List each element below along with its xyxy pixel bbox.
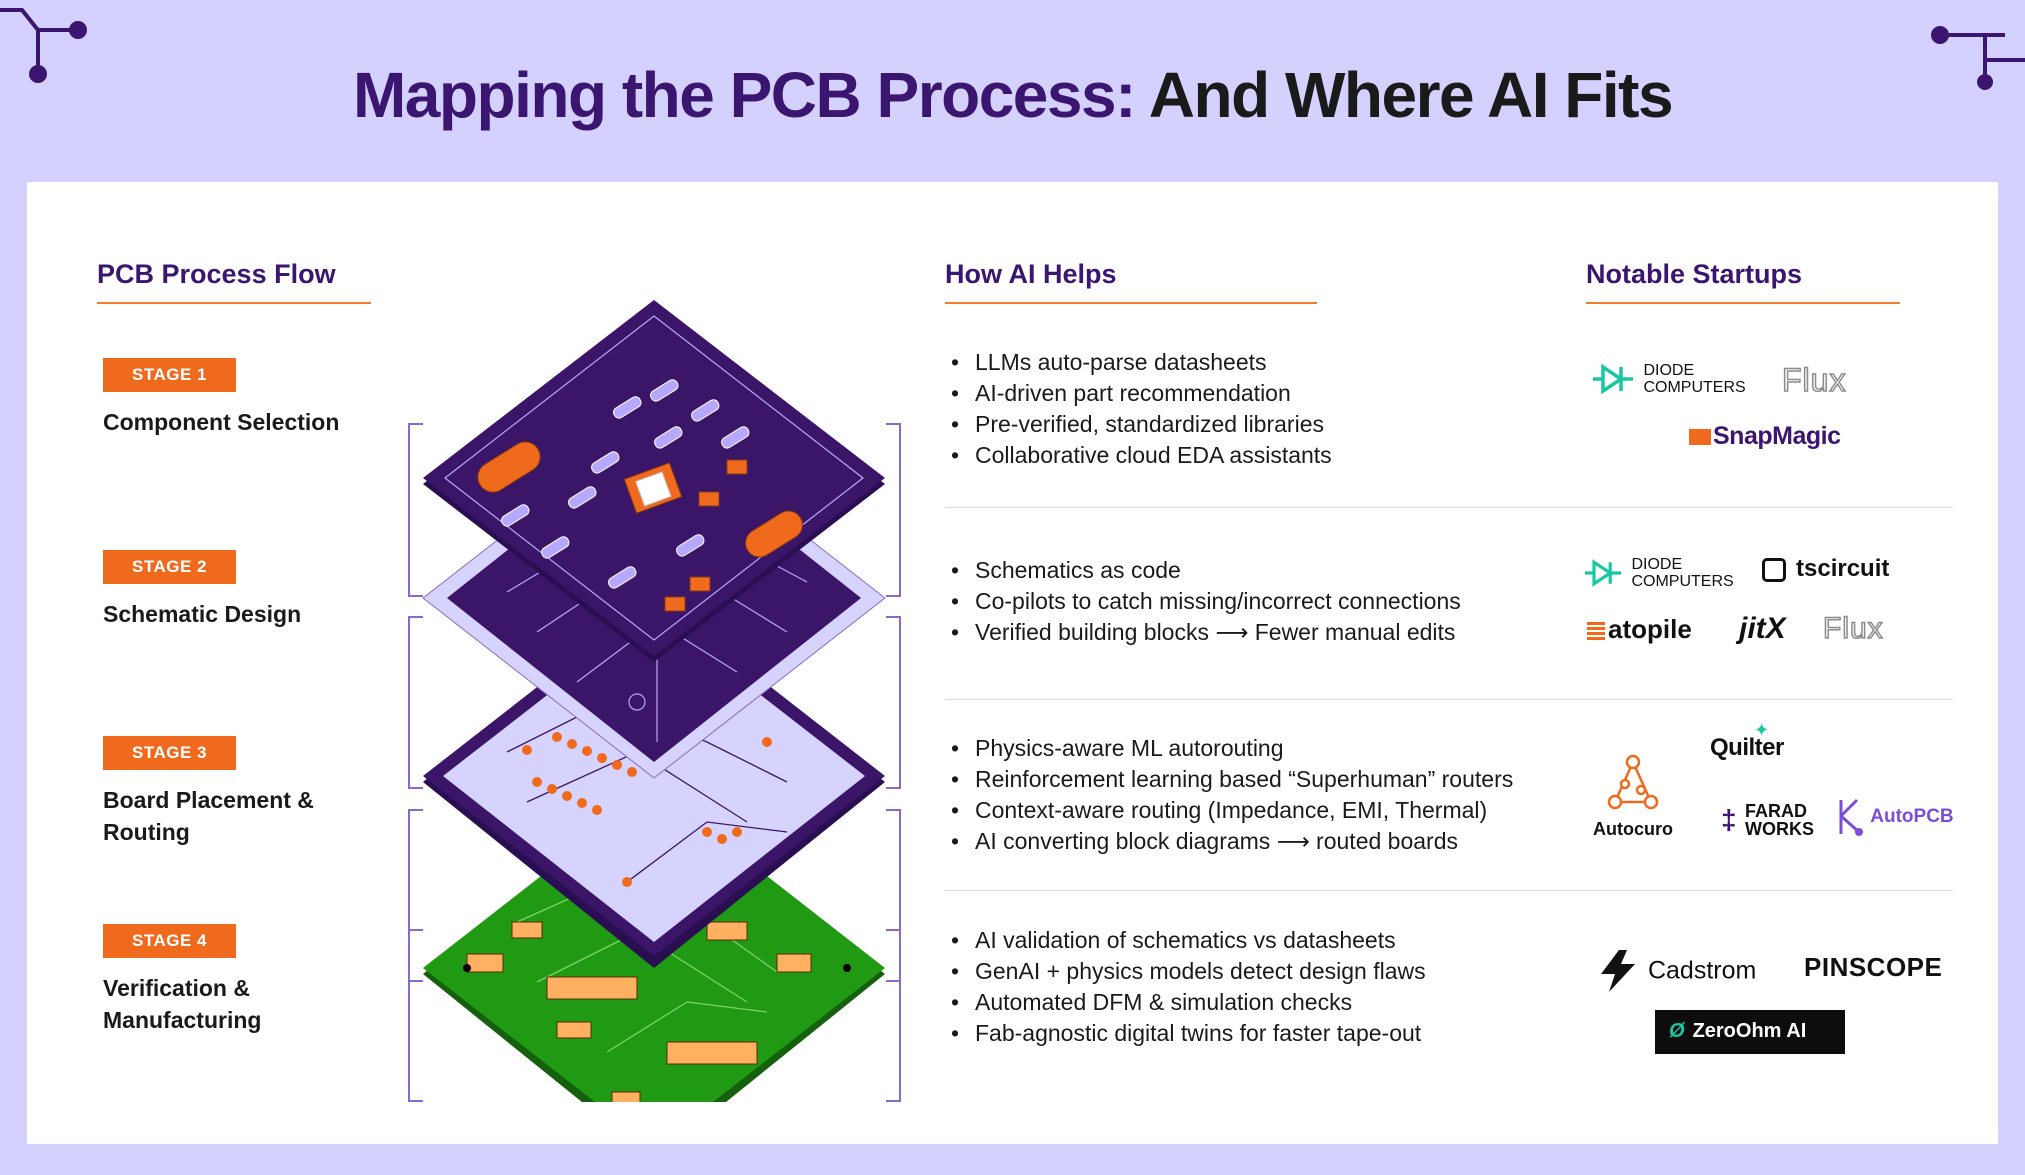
divider <box>945 699 1953 700</box>
layer-brackets <box>408 423 901 1102</box>
circuit-corner-left-icon <box>0 8 87 83</box>
help-item: GenAI + physics models detect design fla… <box>947 956 1547 987</box>
zeroohm-text: ZeroOhm AI <box>1692 1020 1807 1042</box>
help-item: Schematics as code <box>947 555 1547 586</box>
tscircuit-text: tscircuit <box>1796 555 1890 582</box>
logo-zeroohm: Ø ZeroOhm AI <box>1655 1010 1845 1054</box>
cadstrom-icon <box>1601 950 1635 992</box>
autopcb-icon <box>1839 798 1863 836</box>
help-item: Pre-verified, standardized libraries <box>947 409 1547 440</box>
stage-name: Component Selection <box>103 409 340 435</box>
help-item: Verified building blocks ⟶ Fewer manual … <box>947 617 1547 648</box>
divider <box>945 507 1953 508</box>
layer-components <box>423 300 885 662</box>
helps-stage-2: Schematics as code Co-pilots to catch mi… <box>947 555 1547 648</box>
autopcb-text: AutoPCB <box>1870 806 1954 827</box>
help-item: Physics-aware ML autorouting <box>947 733 1587 764</box>
farad-line-2: WORKS <box>1745 819 1815 839</box>
logo-quilter: ✦ Quilter <box>1710 720 1784 762</box>
stage-4: STAGE 4 Verification & Manufacturing <box>103 924 363 1036</box>
help-item: AI-driven part recommendation <box>947 378 1547 409</box>
help-item: LLMs auto-parse datasheets <box>947 347 1547 378</box>
stage-name: Schematic Design <box>103 601 302 627</box>
stage-2: STAGE 2 Schematic Design <box>103 550 363 630</box>
autocuro-icon <box>1607 754 1659 810</box>
stage-name: Verification & Manufacturing <box>103 975 262 1033</box>
stage-badge: STAGE 4 <box>103 924 236 958</box>
title-part-1: Mapping the PCB Process: <box>352 59 1136 131</box>
help-item: AI converting block diagrams ⟶ routed bo… <box>947 826 1587 857</box>
circuit-corner-right-icon <box>1931 26 2025 90</box>
farad-icon: ‡ <box>1721 804 1737 835</box>
helps-stage-1: LLMs auto-parse datasheets AI-driven par… <box>947 347 1547 471</box>
stage-badge: STAGE 3 <box>103 736 236 770</box>
pcb-layer-diagram <box>408 300 901 1102</box>
logo-flux-2: Flux <box>1822 611 1884 646</box>
help-item: Fab-agnostic digital twins for faster ta… <box>947 1018 1547 1049</box>
logo-atopile: atopile <box>1587 614 1692 645</box>
zeroohm-icon: Ø <box>1669 1020 1685 1042</box>
divider <box>945 890 1953 891</box>
help-item: Context-aware routing (Impedance, EMI, T… <box>947 795 1587 826</box>
helps-stage-3: Physics-aware ML autorouting Reinforceme… <box>947 733 1587 857</box>
logo-tscircuit: tscircuit <box>1762 555 1889 583</box>
logo-cadstrom: Cadstrom <box>1595 948 1756 994</box>
page-title: Mapping the PCB Process: And Where AI Fi… <box>0 58 2025 132</box>
logo-flux: Flux <box>1781 361 1847 399</box>
cadstrom-text: Cadstrom <box>1647 956 1757 985</box>
atopile-text: atopile <box>1608 614 1692 644</box>
diode-icon <box>1585 559 1621 587</box>
stage-badge: STAGE 1 <box>103 358 236 392</box>
tscircuit-icon <box>1762 557 1786 582</box>
help-item: AI validation of schematics vs datasheet… <box>947 925 1547 956</box>
snapmagic-text: SnapMagic <box>1713 422 1841 450</box>
help-item: Automated DFM & simulation checks <box>947 987 1547 1018</box>
diode-line-1: DIODE <box>1643 362 1695 379</box>
component-ics <box>623 459 748 612</box>
title-part-2: And Where AI Fits <box>1148 59 1674 131</box>
logo-diode-computers: DIODE COMPUTERS <box>1593 362 1746 396</box>
atopile-icon <box>1587 622 1605 641</box>
logo-jitx: jitX <box>1739 612 1786 645</box>
column-header-startups: Notable Startups <box>1586 259 1900 304</box>
logo-autocuro: Autocuro <box>1587 754 1679 840</box>
content-card: PCB Process Flow How AI Helps Notable St… <box>27 182 1998 1144</box>
stage-name: Board Placement & Routing <box>103 787 314 845</box>
diode-line-2: COMPUTERS <box>1631 573 1734 590</box>
stage-badge: STAGE 2 <box>103 550 236 584</box>
logo-diode-computers-2: DIODE COMPUTERS <box>1585 556 1734 590</box>
farad-line-1: FARAD <box>1745 801 1808 821</box>
helps-stage-4: AI validation of schematics vs datasheet… <box>947 925 1547 1049</box>
help-item: Co-pilots to catch missing/incorrect con… <box>947 586 1547 617</box>
column-header-helps: How AI Helps <box>945 259 1317 304</box>
autocuro-text: Autocuro <box>1593 819 1673 839</box>
help-item: Collaborative cloud EDA assistants <box>947 440 1547 471</box>
quilter-text: Quilter <box>1710 734 1784 761</box>
column-header-process: PCB Process Flow <box>97 259 371 304</box>
stage-3: STAGE 3 Board Placement & Routing <box>103 736 363 848</box>
logo-snapmagic: SnapMagic <box>1689 422 1841 451</box>
logo-farad-works: ‡ FARAD WORKS <box>1721 802 1814 838</box>
diode-line-2: COMPUTERS <box>1643 379 1746 396</box>
logo-autopcb: AutoPCB <box>1837 796 1954 838</box>
snapmagic-icon <box>1689 429 1711 446</box>
diode-line-1: DIODE <box>1631 556 1683 573</box>
help-item: Reinforcement learning based “Superhuman… <box>947 764 1587 795</box>
quilter-icon: ✦ <box>1754 720 1769 740</box>
diode-icon <box>1593 363 1633 395</box>
component-capacitors <box>477 441 803 558</box>
logo-pinscope: PINSCOPE <box>1804 952 1943 982</box>
stage-1: STAGE 1 Component Selection <box>103 358 363 438</box>
component-resistors <box>501 379 750 589</box>
